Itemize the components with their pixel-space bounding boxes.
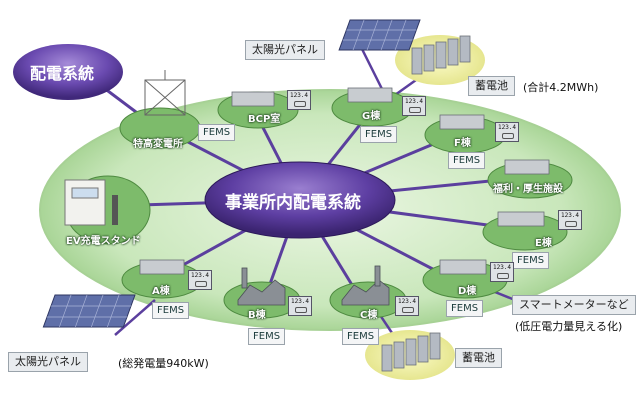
fems-g: FEMS [360,126,398,143]
building-g [347,87,393,103]
solar-bottom-note: (総発電量940kW) [118,357,209,370]
meter-b: 123.4 [288,296,312,316]
ev-charger [64,179,118,226]
distribution-bubble-label: 配電系統 [30,64,95,83]
meter-d: 123.4 [490,262,514,282]
meter-c: 123.4 [395,296,419,316]
link-solar-top [358,44,387,96]
label-f: F棟 [454,138,471,149]
fems-a: FEMS [152,302,190,319]
fems-c: FEMS [342,328,380,345]
label-b: B棟 [248,310,266,321]
fems-bcp: FEMS [198,124,236,141]
label-e: E棟 [535,238,552,249]
building-f [439,114,485,130]
solar-bottom-label: 太陽光パネル [8,352,88,372]
meter-bcp: 123.4 [287,90,311,110]
building-bcp [231,91,275,107]
meter-e: 123.4 [558,210,582,230]
label-bcp: BCP室 [248,114,281,125]
hub-oval [204,161,396,239]
label-g: G棟 [362,111,381,122]
building-e [497,211,545,227]
fems-d: FEMS [446,300,484,317]
solar-top-panels [338,19,421,51]
factories [237,265,390,306]
factory-b [237,279,286,306]
smart-meter-sub: (低圧電力量見える化) [515,320,623,333]
meter-f: 123.4 [495,122,519,142]
buildings [139,87,550,275]
battery-top-cabinets [411,35,471,75]
label-c: C棟 [360,310,378,321]
fems-f: FEMS [448,152,486,169]
building-welfare [504,159,550,175]
battery-top-note: (合計4.2MWh) [523,81,599,94]
fems-e: FEMS [512,252,550,269]
building-d [439,259,487,275]
fems-b: FEMS [248,328,286,345]
label-substation: 特高変電所 [133,139,183,150]
label-welfare: 福利・厚生施設 [493,184,563,195]
hub-label: 事業所内配電系統 [225,193,361,213]
battery-bottom-cabinets [381,332,441,372]
label-ev: EV充電スタンド [66,236,141,247]
meter-a: 123.4 [188,270,212,290]
battery-top-label: 蓄電池 [468,76,515,96]
building-a [139,259,185,275]
smart-meter-label: スマートメーターなど [512,295,636,315]
label-a: A棟 [152,286,170,297]
battery-bottom-label: 蓄電池 [455,348,502,368]
solar-top-label: 太陽光パネル [245,40,325,60]
link-solar-bottom [114,299,156,336]
substation-tower [144,70,186,116]
solar-bottom-panels [42,294,136,328]
label-d: D棟 [458,286,477,297]
distribution-bubble [13,44,123,100]
meter-g: 123.4 [402,96,426,116]
